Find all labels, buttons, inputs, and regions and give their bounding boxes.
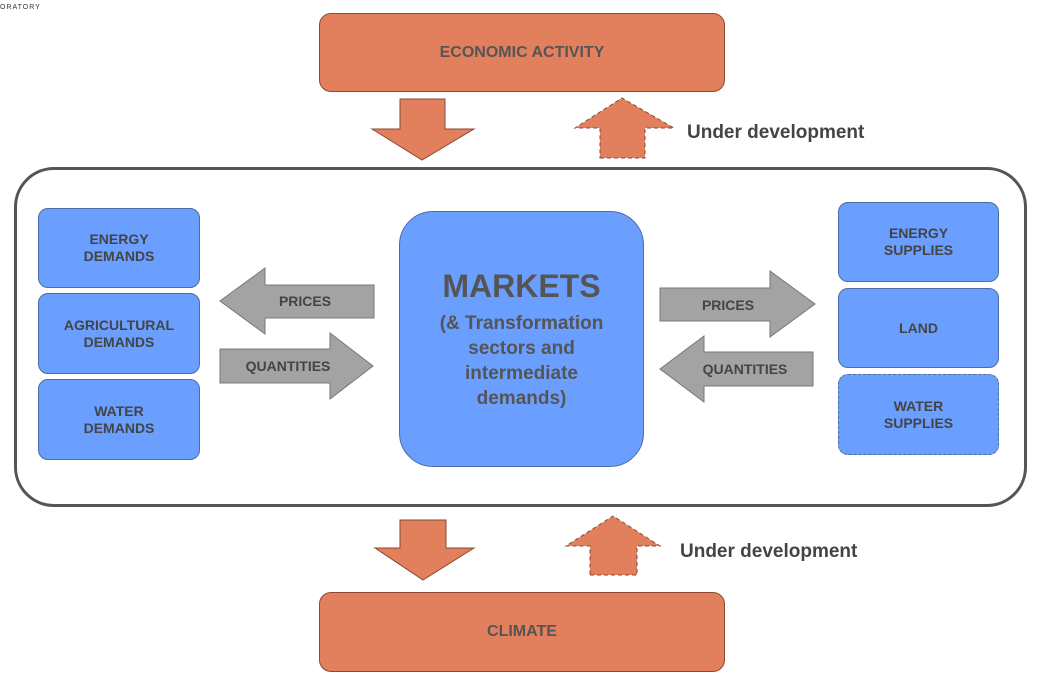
- energy-supplies-box: ENERGY SUPPLIES: [838, 202, 999, 282]
- water-supplies-box: WATER SUPPLIES: [838, 374, 999, 455]
- right-quantities-arrow: [659, 335, 814, 403]
- water-demands-line2: DEMANDS: [83, 419, 155, 436]
- right-prices-arrow: [659, 270, 816, 338]
- left-prices-arrow: [219, 267, 375, 335]
- economic-activity-box: ECONOMIC ACTIVITY: [319, 13, 725, 92]
- energy-supplies-line1: ENERGY: [888, 225, 949, 241]
- agricultural-demands-line2: DEMANDS: [83, 333, 155, 350]
- water-demands-line1: WATER: [94, 402, 144, 419]
- energy-demands-box: ENERGY DEMANDS: [38, 208, 200, 288]
- markets-subtitle-line4: demands): [476, 387, 567, 409]
- down-arrow-bottom: [373, 519, 476, 581]
- economic-activity-label: ECONOMIC ACTIVITY: [439, 43, 605, 61]
- land-label: LAND: [899, 319, 938, 336]
- climate-label: CLIMATE: [487, 623, 557, 640]
- markets-subtitle-line3: intermediate: [465, 362, 578, 384]
- down-arrow-top: [370, 98, 476, 161]
- land-box: LAND: [838, 288, 999, 368]
- logo-text: ORATORY: [0, 4, 41, 11]
- water-supplies-line2: SUPPLIES: [883, 414, 954, 431]
- up-arrow-top-dashed: [573, 97, 676, 159]
- right-prices-label: PRICES: [702, 297, 754, 313]
- energy-supplies-line2: SUPPLIES: [883, 242, 954, 258]
- up-arrow-bottom-dashed: [564, 515, 662, 576]
- markets-title: MARKETS: [442, 267, 601, 304]
- markets-box: MARKETS (& Transformation sectors and in…: [399, 211, 644, 467]
- energy-demands-line1: ENERGY: [89, 231, 149, 247]
- markets-subtitle-line2: sectors and: [468, 337, 575, 359]
- left-quantities-label: QUANTITIES: [246, 358, 331, 374]
- left-quantities-arrow: [219, 331, 374, 401]
- markets-subtitle-line1: (& Transformation: [439, 312, 604, 334]
- under-development-bottom: Under development: [680, 541, 858, 562]
- energy-demands-line2: DEMANDS: [83, 248, 155, 264]
- left-prices-label: PRICES: [279, 293, 331, 309]
- water-demands-box: WATER DEMANDS: [38, 379, 200, 460]
- agricultural-demands-line1: AGRICULTURAL: [63, 316, 175, 333]
- right-quantities-label: QUANTITIES: [703, 361, 788, 377]
- under-development-top: Under development: [687, 122, 865, 143]
- agricultural-demands-box: AGRICULTURAL DEMANDS: [38, 293, 200, 374]
- water-supplies-line1: WATER: [893, 397, 944, 414]
- climate-box: CLIMATE: [319, 592, 725, 672]
